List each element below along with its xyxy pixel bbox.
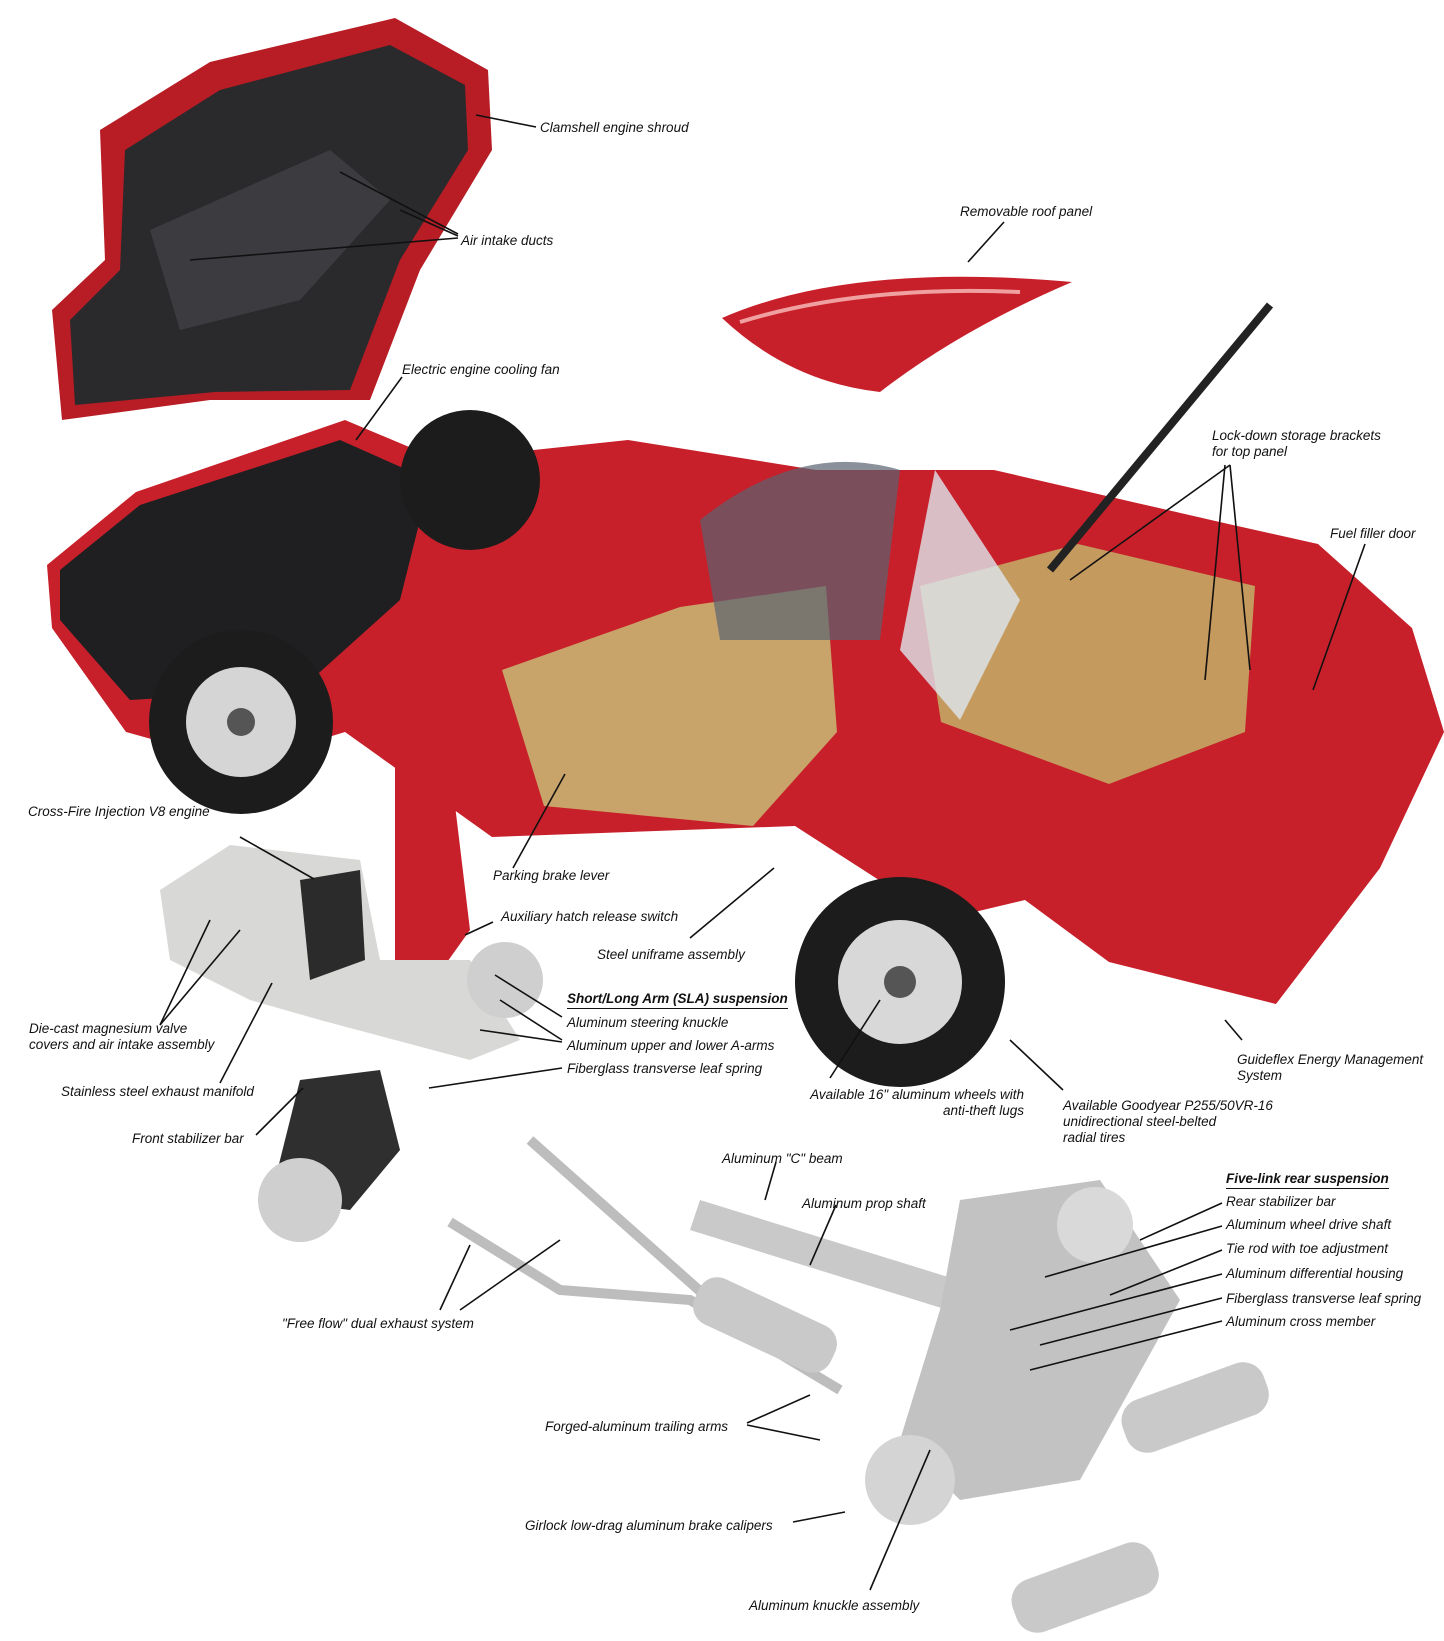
- label-air-intake-ducts: Air intake ducts: [461, 233, 554, 248]
- door: [395, 680, 470, 1000]
- label-parking-brake-lever: Parking brake lever: [493, 868, 610, 883]
- front-wheel-far: [400, 410, 540, 550]
- label-steel-uniframe: Steel uniframe assembly: [597, 947, 745, 962]
- muffler: [693, 1277, 837, 1373]
- label-hatch-release-switch: Auxiliary hatch release switch: [501, 909, 679, 924]
- sla-item: Fiberglass transverse leaf spring: [567, 1061, 763, 1076]
- label-fuel-filler-door: Fuel filler door: [1330, 526, 1416, 541]
- label-c-beam: Aluminum "C" beam: [722, 1151, 843, 1166]
- sla-item: Aluminum steering knuckle: [567, 1015, 729, 1030]
- label-exhaust-manifold: Stainless steel exhaust manifold: [61, 1084, 254, 1099]
- label-line: Lock-down storage brackets: [1212, 428, 1381, 443]
- label-brake-calipers: Girlock low-drag aluminum brake calipers: [525, 1518, 773, 1533]
- label-clamshell-engine-shroud: Clamshell engine shroud: [540, 120, 689, 135]
- label-prop-shaft: Aluminum prop shaft: [802, 1196, 926, 1211]
- label-line: radial tires: [1063, 1130, 1126, 1145]
- leader-lines: [159, 114, 1366, 1591]
- sla-suspension-group: Short/Long Arm (SLA) suspension Aluminum…: [567, 991, 788, 1077]
- label-front-stabilizer-bar: Front stabilizer bar: [132, 1131, 244, 1146]
- sla-item: Aluminum upper and lower A-arms: [567, 1038, 775, 1053]
- front-wheel: [149, 630, 333, 814]
- label-knuckle-assembly: Aluminum knuckle assembly: [749, 1598, 920, 1613]
- label-removable-roof-panel: Removable roof panel: [960, 204, 1093, 219]
- label-line: unidirectional steel-belted: [1063, 1114, 1217, 1129]
- rear-suspension-item: Aluminum cross member: [1226, 1314, 1376, 1329]
- label-line: anti-theft lugs: [942, 1103, 1024, 1118]
- label-line: covers and air intake assembly: [29, 1037, 215, 1052]
- label-trailing-arms: Forged-aluminum trailing arms: [545, 1419, 729, 1434]
- sla-heading: Short/Long Arm (SLA) suspension: [567, 991, 788, 1009]
- rear-suspension-item: Tie rod with toe adjustment: [1226, 1241, 1388, 1256]
- label-dual-exhaust: "Free flow" dual exhaust system: [282, 1316, 474, 1331]
- label-electric-cooling-fan: Electric engine cooling fan: [402, 362, 560, 377]
- label-line: Available 16" aluminum wheels with: [810, 1087, 1024, 1102]
- rear-suspension-item: Fiberglass transverse leaf spring: [1226, 1291, 1422, 1306]
- rear-suspension-group: Five-link rear suspension Rear stabilize…: [1226, 1171, 1421, 1330]
- c-beam: [690, 1200, 990, 1320]
- rear-suspension-heading: Five-link rear suspension: [1226, 1171, 1389, 1189]
- interior: [502, 586, 837, 826]
- label-line: System: [1237, 1068, 1283, 1083]
- label-line: Available Goodyear P255/50VR-16: [1063, 1098, 1273, 1113]
- rear-chassis: [900, 1180, 1180, 1500]
- label-crossfire-v8-engine: Cross-Fire Injection V8 engine: [28, 804, 210, 819]
- rear-wheel: [795, 877, 1005, 1087]
- rear-suspension-item: Aluminum wheel drive shaft: [1226, 1217, 1392, 1232]
- label-line: Die-cast magnesium valve: [29, 1021, 188, 1036]
- rear-suspension-item: Rear stabilizer bar: [1226, 1194, 1336, 1209]
- rear-suspension-item: Aluminum differential housing: [1226, 1266, 1404, 1281]
- muffler: [1011, 1542, 1159, 1633]
- muffler: [1121, 1362, 1269, 1453]
- label-line: Guideflex Energy Management: [1237, 1052, 1424, 1067]
- label-line: for top panel: [1212, 444, 1288, 459]
